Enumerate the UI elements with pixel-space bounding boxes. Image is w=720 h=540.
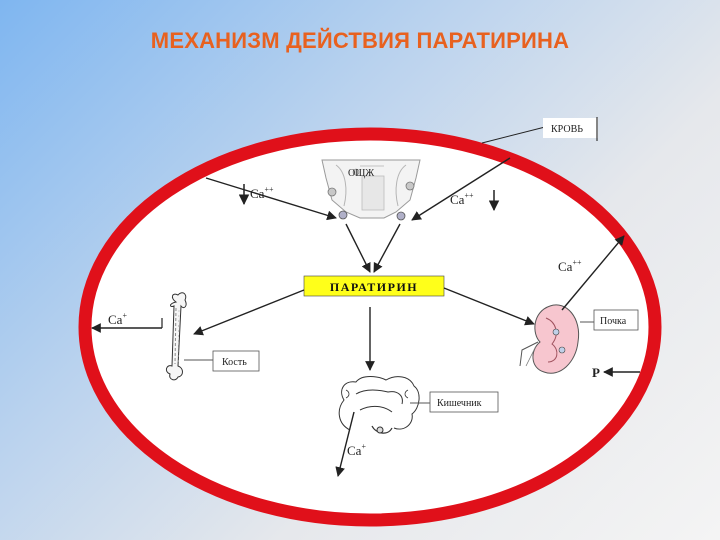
ca-gland-right-label: Ca++ [450, 191, 474, 207]
blood-to-gland-right-arrow [411, 157, 511, 221]
bone-label-box [212, 350, 260, 372]
bone-illustration [165, 292, 187, 381]
kidney-label: Почка [600, 316, 627, 327]
phosphorus-label: P [592, 365, 600, 380]
kidney-illustration [519, 304, 580, 374]
ca-intestine-label: Ca+ [347, 442, 366, 458]
blood-label-box [543, 118, 598, 138]
blood-label: КРОВЬ [551, 124, 583, 135]
intestine-illustration [338, 376, 420, 434]
ca-intestine-arrow [335, 411, 355, 477]
gland-label: ОЩЖ [348, 168, 374, 179]
hormone-to-kidney-arrow [443, 287, 535, 326]
slide-title: МЕХАНИЗМ ДЕЙСТВИЯ ПАРАТИРИНА [150, 28, 570, 53]
kidney-label-box [593, 309, 639, 331]
hormone-label: ПАРАТИРИН [330, 280, 418, 294]
hormone-box [303, 275, 445, 297]
parathyroid-gland-illustration [321, 159, 421, 221]
intestine-label: Кишечник [437, 398, 482, 409]
blood-leader-line [481, 126, 546, 144]
ca-kidney-arrow [561, 235, 625, 311]
blood-to-gland-left-arrow [205, 177, 337, 221]
hormone-to-bone-arrow [193, 289, 305, 336]
ca-kidney-label: Ca++ [558, 258, 582, 274]
gland-to-hormone-arrow-left [345, 223, 371, 273]
gland-to-hormone-arrow-right [373, 223, 401, 273]
ca-bone-label: Ca+ [108, 311, 127, 327]
intestine-label-box [429, 391, 499, 413]
bone-label: Кость [222, 357, 247, 368]
